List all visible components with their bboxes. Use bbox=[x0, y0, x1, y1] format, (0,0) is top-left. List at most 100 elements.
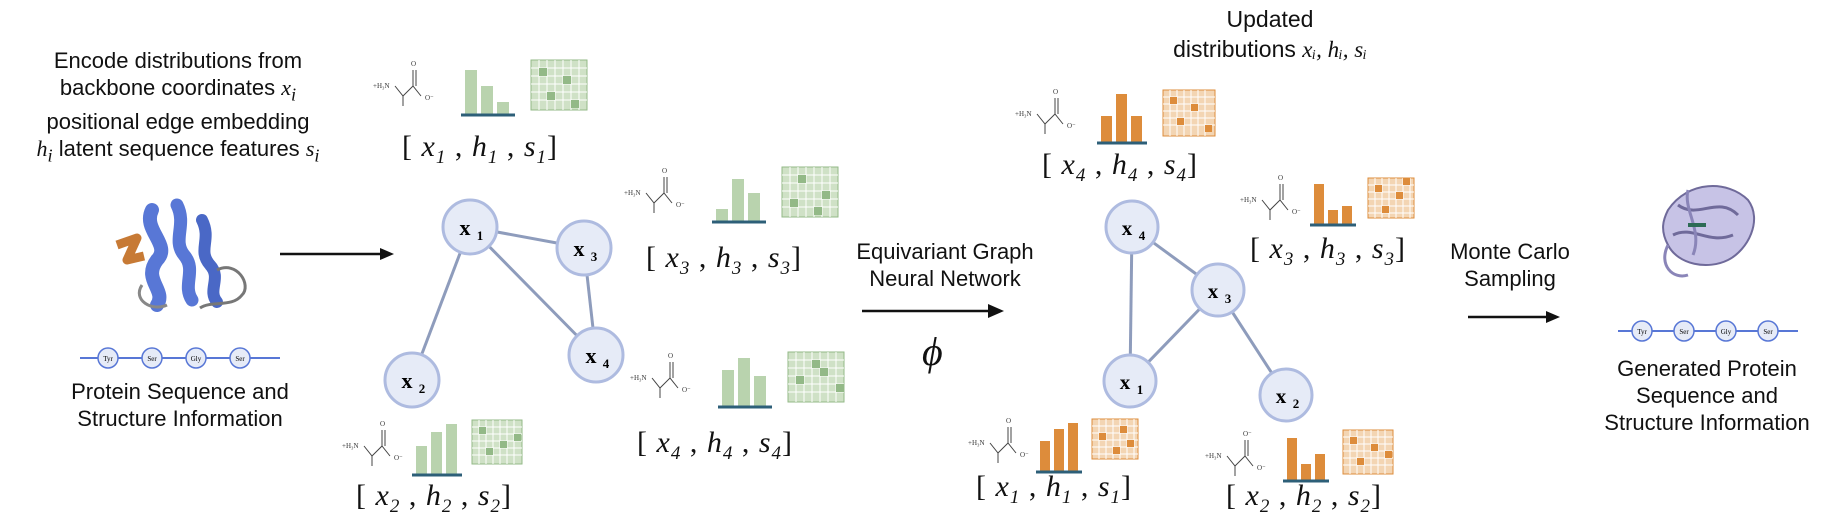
amino-acid-icon: +H₃N O O⁻ bbox=[373, 60, 434, 106]
encode-line-2: backbone coordinates bbox=[59, 75, 276, 100]
feature-triple-output-4: [ x4 , h4 , s4] bbox=[1042, 148, 1199, 186]
svg-text:x: x bbox=[586, 343, 597, 368]
feature-glyph-output-3: +H₃N O O⁻ bbox=[1240, 174, 1415, 227]
svg-text:3: 3 bbox=[591, 249, 598, 264]
bead: Gly bbox=[1715, 320, 1737, 342]
arrow-model bbox=[862, 304, 1004, 318]
svg-text:4: 4 bbox=[1139, 228, 1146, 243]
matrix-icon bbox=[1162, 89, 1216, 137]
svg-text:O⁻: O⁻ bbox=[682, 386, 691, 394]
bead-label: Tyr bbox=[1637, 328, 1647, 336]
svg-text:+H₃N: +H₃N bbox=[624, 189, 641, 197]
bead: Tyr bbox=[1631, 320, 1653, 342]
var-x: x bbox=[281, 75, 292, 100]
svg-text:O: O bbox=[662, 167, 667, 175]
feature-triple-output-1: [ x1 , h1 , s1] bbox=[976, 470, 1133, 508]
bead-label: Ser bbox=[147, 355, 157, 363]
svg-text:O: O bbox=[1006, 417, 1011, 425]
output-caption-line-1: Generated Protein bbox=[1617, 356, 1797, 381]
histogram-icon bbox=[712, 179, 766, 224]
bead: Ser bbox=[1757, 320, 1779, 342]
feature-triple-output-2: [ x2 , h2 , s2] bbox=[1226, 479, 1383, 517]
encode-line-3: positional edge embedding bbox=[46, 109, 310, 135]
histogram-icon bbox=[461, 70, 515, 117]
var-h: h bbox=[36, 136, 48, 162]
svg-text:O⁻: O⁻ bbox=[1020, 451, 1029, 459]
svg-text:O⁻: O⁻ bbox=[394, 454, 403, 462]
edge bbox=[468, 225, 598, 357]
feature-glyph-input-2: +H₃N O O⁻ bbox=[342, 419, 523, 477]
bead: Ser bbox=[141, 347, 163, 369]
amino-acid-icon: +H₃N O O⁻ bbox=[630, 352, 691, 398]
var-h-sub: i bbox=[47, 145, 53, 166]
bead: Tyr bbox=[97, 347, 119, 369]
var-x-sub: i bbox=[291, 84, 297, 105]
svg-text:1: 1 bbox=[477, 228, 484, 243]
var-s: s bbox=[305, 136, 315, 162]
bead-label: Ser bbox=[235, 355, 245, 363]
svg-text:1: 1 bbox=[1137, 382, 1144, 397]
amino-acid-icon: +H₃N O O⁻ bbox=[624, 167, 685, 213]
model-caption-line-1: Equivariant Graph bbox=[856, 239, 1034, 264]
bead: Ser bbox=[229, 347, 251, 369]
svg-text:O: O bbox=[380, 420, 385, 428]
matrix-icon bbox=[1342, 429, 1394, 475]
output-caption-line-3: Structure Information bbox=[1604, 410, 1810, 435]
histogram-icon bbox=[1097, 94, 1147, 145]
bead-label: Tyr bbox=[103, 355, 113, 363]
svg-text:x: x bbox=[402, 368, 413, 393]
updated-caption: Updated distributions xᵢ, hᵢ, sᵢ bbox=[1120, 4, 1420, 65]
phi-symbol: ϕ bbox=[922, 329, 943, 374]
histogram-icon bbox=[718, 358, 772, 409]
svg-text:4: 4 bbox=[603, 356, 610, 371]
matrix-icon bbox=[530, 59, 588, 111]
bead-label: Ser bbox=[1763, 328, 1773, 336]
updated-caption-line-2: distributions bbox=[1173, 36, 1296, 62]
bead-label: Ser bbox=[1679, 328, 1689, 336]
svg-text:O: O bbox=[1053, 88, 1058, 96]
svg-text:x: x bbox=[1276, 384, 1287, 408]
svg-text:x: x bbox=[1208, 279, 1219, 303]
input-sequence-chain: Tyr Ser Gly Ser bbox=[80, 347, 280, 369]
feature-glyph-input-1: +H₃N O O⁻ bbox=[373, 59, 588, 117]
output-protein-structure bbox=[1662, 185, 1755, 278]
svg-text:O⁻: O⁻ bbox=[1243, 430, 1252, 438]
svg-text:2: 2 bbox=[1293, 396, 1300, 411]
input-caption-line-2: Structure Information bbox=[77, 406, 283, 431]
svg-text:+H₃N: +H₃N bbox=[1015, 110, 1032, 118]
histogram-icon bbox=[1283, 438, 1329, 483]
svg-text:x: x bbox=[1120, 370, 1131, 394]
output-caption-line-2: Sequence and bbox=[1636, 383, 1778, 408]
svg-text:O: O bbox=[1278, 174, 1283, 182]
feature-triple-output-3: [ x3 , h3 , s3] bbox=[1250, 232, 1407, 270]
encode-line-1: Encode distributions from bbox=[53, 48, 303, 73]
svg-text:+H₃N: +H₃N bbox=[1205, 452, 1222, 460]
amino-acid-icon: +H₃N O O⁻ bbox=[968, 417, 1029, 463]
matrix-icon bbox=[1367, 177, 1415, 219]
sampling-caption: Monte Carlo Sampling bbox=[1430, 238, 1590, 292]
feature-glyph-output-2: +H₃N O⁻ O⁻ bbox=[1205, 429, 1394, 483]
model-caption: Equivariant Graph Neural Network bbox=[845, 238, 1045, 292]
svg-text:+H₃N: +H₃N bbox=[968, 439, 985, 447]
svg-text:+H₃N: +H₃N bbox=[630, 374, 647, 382]
svg-text:+H₃N: +H₃N bbox=[1240, 196, 1257, 204]
sampling-caption-line-1: Monte Carlo bbox=[1450, 239, 1570, 264]
svg-text:O⁻: O⁻ bbox=[1067, 122, 1076, 130]
encode-line-4: latent sequence features bbox=[58, 136, 300, 162]
svg-text:x: x bbox=[460, 215, 471, 240]
svg-text:2: 2 bbox=[419, 381, 426, 396]
input-protein-structure bbox=[115, 198, 247, 312]
svg-text:3: 3 bbox=[1225, 291, 1232, 306]
histogram-icon bbox=[1036, 423, 1082, 474]
encode-caption: Encode distributions from backbone coord… bbox=[8, 47, 348, 170]
updated-vars: xᵢ, hᵢ, sᵢ bbox=[1302, 37, 1367, 62]
bead: Ser bbox=[1673, 320, 1695, 342]
svg-text:O⁻: O⁻ bbox=[1257, 464, 1266, 472]
arrow-encode bbox=[280, 248, 394, 260]
